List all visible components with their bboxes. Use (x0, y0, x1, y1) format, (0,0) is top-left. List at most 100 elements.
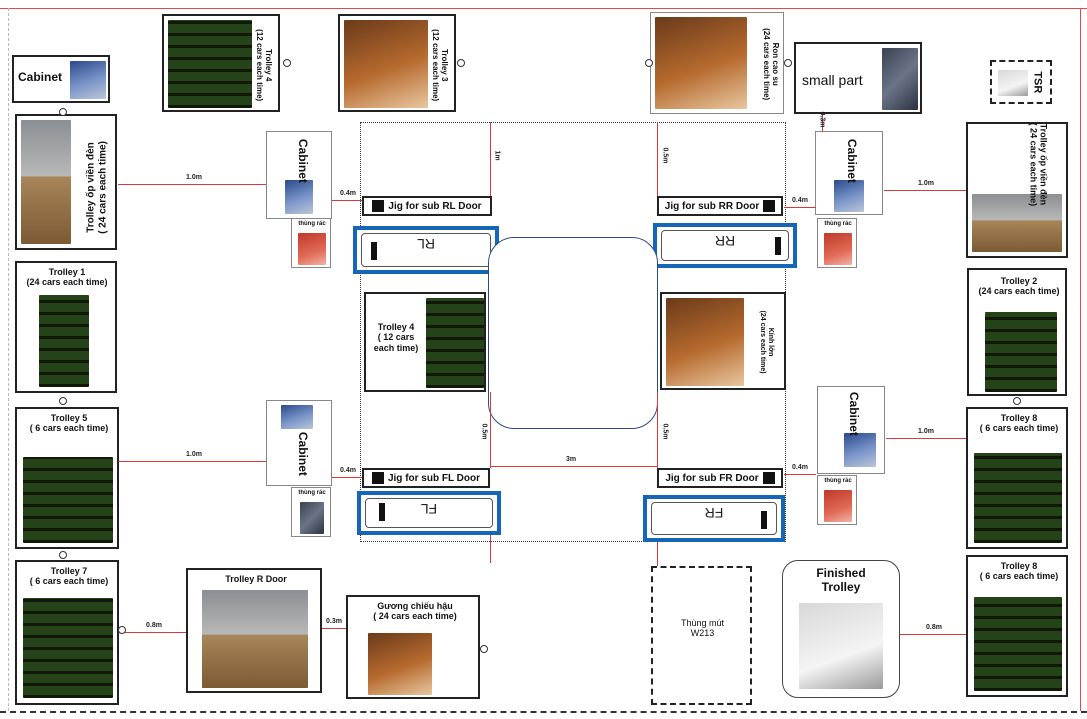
ring-connector (1013, 397, 1021, 405)
small-part-photo (882, 48, 918, 110)
dim-bottom-left: 0.8m (146, 622, 162, 629)
guong-box: Gương chiếu hậu ( 24 cars each time) (346, 595, 480, 699)
cabinet-right-upper: Cabinet (815, 131, 883, 215)
arrow-bottom-right (900, 634, 966, 635)
arrow-right-lower (886, 438, 966, 439)
arrow-v-right-bottom (657, 542, 658, 566)
dim-center: 3m (566, 456, 577, 463)
trash-right-upper: thùng rác (817, 218, 857, 268)
trolley-photo (344, 20, 428, 108)
door-rr-outline (661, 230, 789, 261)
kinh-lon-label: Kính lớn (24 cars each time) (759, 310, 775, 374)
finished-label: Finished Trolley (816, 566, 866, 594)
arrow-left-upper (118, 184, 266, 185)
dim-left-lower: 1.0m (186, 451, 202, 458)
trolley1: Trolley 1 (24 cars each time) (15, 261, 117, 393)
arrow-v-left-bottom (490, 535, 491, 563)
trolley4-mid: Trolley 4 ( 12 cars each time) (364, 292, 486, 392)
door-rl[interactable]: RL (353, 226, 499, 274)
dim-v-left-top: 1m (493, 150, 501, 161)
cabinet-right-upper-label: Cabinet (844, 138, 859, 183)
ring-connector (480, 645, 488, 653)
jig-fr[interactable]: Jig for sub FR Door (657, 468, 783, 488)
cabinet-photo (281, 405, 313, 429)
arrow-small-part (822, 114, 823, 132)
door-fl-handle-icon (379, 503, 385, 521)
arrow-right-cab-upper (784, 207, 816, 208)
dim-right-cab-lower: 0.4m (792, 464, 808, 471)
guong-label: Gương chiếu hậu ( 24 cars each time) (373, 601, 457, 622)
trash-label: thùng rác (824, 221, 852, 227)
tsr-photo (998, 70, 1028, 96)
finished-photo (799, 603, 883, 689)
door-fl-label: FL (420, 501, 438, 517)
arrow-left-cab-lower (332, 477, 362, 478)
jig-rl-label: Jig for sub RL Door (388, 200, 482, 212)
jig-fl-label: Jig for sub FL Door (387, 472, 481, 484)
door-fr-outline (651, 502, 777, 535)
trolley-photo (985, 312, 1057, 392)
trash-photo (300, 502, 324, 534)
door-rl-label: RL (417, 236, 435, 252)
trolley2: Trolley 2 (24 cars each time) (967, 268, 1067, 396)
ring-connector (59, 551, 67, 559)
door-fl[interactable]: FL (357, 491, 501, 535)
trolley-photo (21, 120, 71, 244)
cabinet-label: Cabinet (18, 70, 63, 84)
arrow-v-left-top (490, 122, 491, 196)
jig-marker-icon (371, 472, 384, 484)
trolley-r-door: Trolley R Door (186, 568, 322, 693)
trolley3-top: Trolley 3 (12 cars each time) (338, 14, 456, 112)
trolley-photo (974, 597, 1062, 691)
right-red-line (1080, 8, 1081, 711)
thung-mut-box: Thùng mút W213 (651, 566, 752, 705)
jig-marker-icon (763, 200, 776, 212)
dim-v-left-mid: 0.5m (480, 423, 488, 440)
rubber-box: Ron cao su (24 cars each time) (650, 12, 784, 114)
arrow-bottom-mid (322, 628, 346, 629)
jig-fl[interactable]: Jig for sub FL Door (362, 468, 490, 488)
door-rl-handle-icon (371, 242, 377, 260)
ring-connector (118, 626, 126, 634)
tsr-label: TSR (1031, 71, 1044, 94)
trolley-photo (23, 598, 113, 698)
trolley-r-door-label: Trolley R Door (225, 574, 287, 584)
trolley4-top-label: Trolley 4 (12 cars each time) (255, 29, 274, 102)
cabinet-left-lower-label: Cabinet (295, 431, 310, 476)
door-rr[interactable]: RR (653, 223, 797, 268)
dim-bottom-mid: 0.3m (326, 618, 342, 625)
trash-left-upper: thùng rác (291, 218, 331, 268)
trolley5: Trolley 5 ( 6 cars each time) (15, 407, 119, 549)
arrow-left-lower (118, 461, 266, 462)
trolley4-mid-label: Trolley 4 ( 12 cars each time) (373, 322, 419, 353)
door-fr-handle-icon (761, 511, 767, 529)
door-fr[interactable]: FR (643, 495, 785, 542)
trash-label: thùng rác (298, 490, 326, 496)
arrow-v-right-top (657, 122, 658, 196)
dim-left-cab-upper: 0.4m (340, 190, 356, 197)
trolley-right-upper: Trolley ốp viền đèn ( 24 cars each time) (966, 122, 1068, 258)
cabinet-right-lower-label: Cabinet (846, 391, 861, 436)
trash-right-lower: thùng rác (817, 475, 857, 525)
cabinet-left-upper: Cabinet (266, 131, 332, 219)
dim-v-right-top: 0.5m (661, 147, 669, 164)
rubber-photo (655, 17, 747, 109)
trolley-photo (972, 194, 1062, 252)
arrow-right-upper (884, 190, 966, 191)
ring-connector (59, 108, 67, 116)
door-fr-label: FR (704, 505, 724, 521)
dim-bottom-right: 0.8m (926, 624, 942, 631)
trash-label: thùng rác (824, 478, 852, 484)
arrow-center (490, 466, 657, 467)
jig-rl[interactable]: Jig for sub RL Door (362, 196, 492, 216)
door-rr-label: RR (714, 233, 736, 249)
cabinet-photo (844, 433, 876, 467)
trolley-photo (426, 298, 484, 388)
thung-mut-label: Thùng mút W213 (680, 618, 725, 639)
kinh-photo (666, 298, 744, 386)
jig-marker-icon (372, 200, 385, 212)
dim-small: 0.3m (818, 111, 826, 128)
left-dashed-line (8, 8, 9, 711)
jig-rr[interactable]: Jig for sub RR Door (657, 196, 783, 216)
dim-left-upper: 1.0m (186, 174, 202, 181)
